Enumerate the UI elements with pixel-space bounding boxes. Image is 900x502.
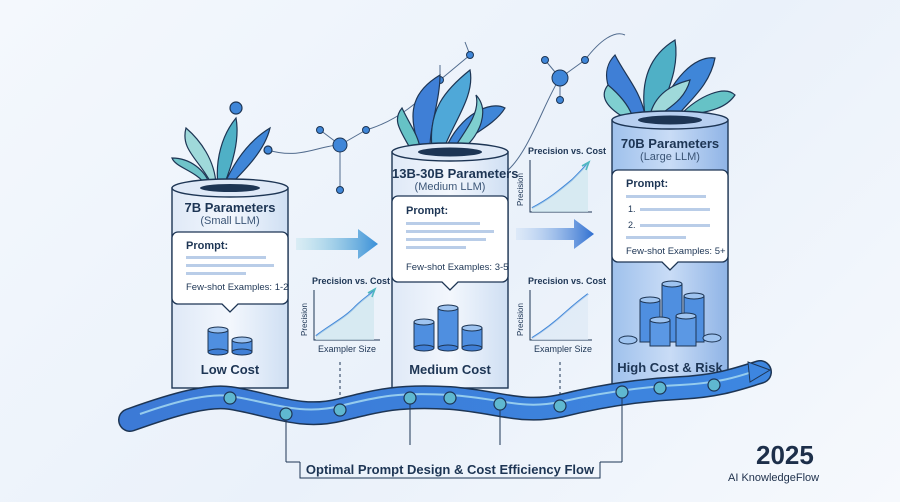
flow-stems <box>285 398 623 463</box>
list-marker-2: 2. <box>628 220 636 230</box>
tier-subtitle-large: (Large LLM) <box>640 151 700 163</box>
tier-title-small: 7B Parameters <box>184 200 276 215</box>
mini-chart-3-frame <box>529 290 592 341</box>
tier-title-medium: 13B-30B Parameters <box>392 166 519 181</box>
coins-large <box>618 280 722 347</box>
brand-label: AI KnowledgeFlow <box>728 472 820 484</box>
mini-chart-3-ylabel: Precision <box>516 303 525 336</box>
prompt-card-large <box>611 169 729 271</box>
arrow-small-to-medium <box>296 229 378 259</box>
arrow-medium-to-large <box>516 219 594 249</box>
plant-large <box>603 39 736 116</box>
tier-title-large: 70B Parameters <box>620 136 720 151</box>
mini-chart-1-title: Precision vs. Cost <box>312 276 391 286</box>
mini-chart-1-ylabel: Precision <box>300 303 309 336</box>
prompt-label-small: Prompt: <box>186 240 229 252</box>
fewshot-large: Few-shot Examples: 5+ <box>626 246 726 257</box>
network-nodes <box>264 51 589 194</box>
fewshot-small: Few-shot Examples: 1-2 <box>186 282 289 293</box>
coins-small <box>207 326 253 356</box>
prompt-label-large: Prompt: <box>626 178 669 190</box>
flow-nodes <box>223 378 721 421</box>
fewshot-medium: Few-shot Examples: 3-5 <box>406 262 509 273</box>
coins-medium <box>413 304 483 352</box>
cost-label-large: High Cost & Risk <box>617 360 723 375</box>
mini-chart-2-ylabel: Precision <box>516 173 525 206</box>
mini-chart-3-xlabel: Exampler Size <box>534 344 593 354</box>
mini-chart-3-title: Precision vs. Cost <box>528 276 607 286</box>
prompt-card-medium <box>391 195 509 291</box>
year-label: 2025 <box>756 440 814 470</box>
plant-medium <box>396 68 506 149</box>
cost-label-medium: Medium Cost <box>409 362 491 377</box>
mini-chart-1-xlabel: Exampler Size <box>318 344 377 354</box>
mini-chart-2-frame <box>529 160 592 213</box>
tier-subtitle-medium: (Medium LLM) <box>414 181 486 193</box>
plant-small <box>171 101 273 186</box>
mini-chart-2-title: Precision vs. Cost <box>528 146 607 156</box>
prompt-card-small <box>171 231 289 313</box>
tier-subtitle-small: (Small LLM) <box>200 215 260 227</box>
flow-label: Optimal Prompt Design & Cost Efficiency … <box>305 462 595 477</box>
list-marker-1: 1. <box>628 204 636 214</box>
cost-label-small: Low Cost <box>200 362 260 377</box>
prompt-label-medium: Prompt: <box>406 205 449 217</box>
mini-chart-1-frame <box>313 287 380 341</box>
flow-bracket <box>299 462 601 479</box>
